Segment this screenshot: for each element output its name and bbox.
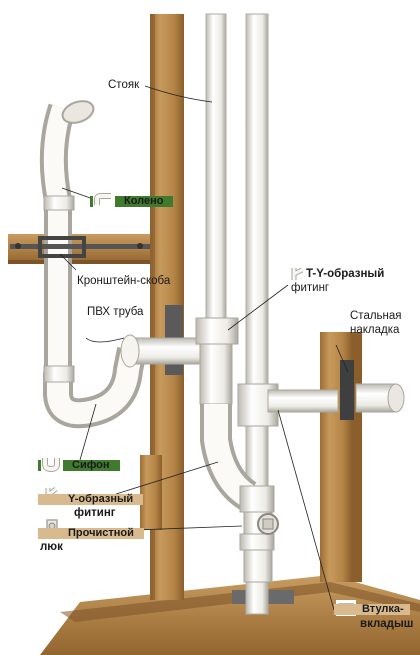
label-vtulka-line2: вкладыш (360, 618, 414, 630)
tag-y-line1: Y-образный (38, 493, 144, 505)
stacks (195, 13, 405, 615)
vtulka-line1-label: Втулка- (362, 603, 404, 615)
label-lyuk-line2: люк (40, 541, 63, 553)
label-ty-line1: T-Y-образный (306, 268, 385, 280)
tag-lyuk-line1: Прочистной (38, 528, 144, 539)
lyuk-line1-label: Прочистной (68, 527, 134, 539)
tag-koleno: Колено (90, 192, 174, 208)
trap-icon (41, 456, 63, 472)
left-pipe-assembly (39, 100, 211, 429)
label-stal-line2: накладка (350, 324, 400, 336)
sifon-label: Сифон (72, 459, 110, 471)
label-y-line2: фитинг (74, 507, 116, 519)
label-ty-line2: фитинг (291, 282, 330, 294)
floor (40, 575, 420, 655)
label-kronshtein: Кронштейн-скоба (77, 275, 171, 287)
elbow-fitting-icon (93, 192, 115, 208)
label-stal-line1: Стальная (350, 310, 402, 322)
koleno-label: Колено (124, 195, 164, 207)
y-line1-label: Y-образный (68, 493, 134, 505)
label-pvx: ПВХ труба (87, 306, 144, 318)
tag-sifon: Сифон (38, 456, 120, 472)
label-stoyak: Стояк (108, 79, 140, 91)
ty-fitting-icon (284, 266, 304, 282)
y-fitting-assembly (200, 404, 279, 583)
tag-vtulka-line1: Втулка- (334, 604, 410, 615)
